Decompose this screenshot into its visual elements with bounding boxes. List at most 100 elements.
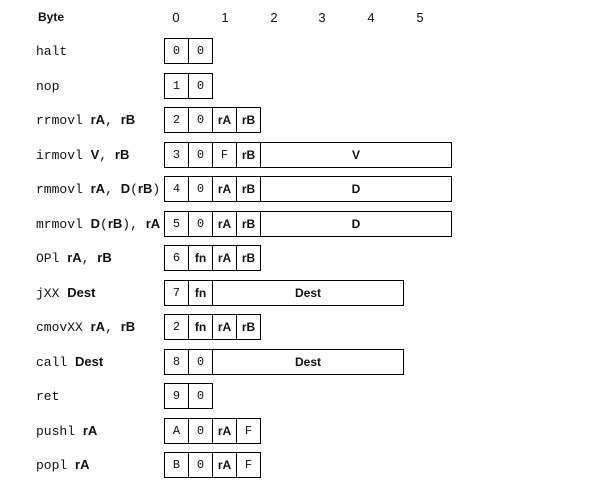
instruction-label: OPl rA, rB bbox=[36, 250, 112, 266]
encoding-nibble: 7 bbox=[164, 279, 189, 306]
byte-number-5: 5 bbox=[416, 10, 424, 25]
cell-text: 5 bbox=[172, 216, 181, 231]
encoding-nibble: rA bbox=[212, 452, 237, 478]
instruction-label: rmmovl rA, D(rB) bbox=[36, 181, 160, 197]
encoding-field-dest: Dest bbox=[212, 279, 404, 306]
instruction-label: popl rA bbox=[36, 457, 89, 473]
encoding-nibble: rB bbox=[236, 176, 261, 202]
cell-text: Dest bbox=[294, 354, 321, 369]
cell-text: D bbox=[351, 216, 361, 231]
encoding-nibble: 0 bbox=[188, 176, 213, 202]
encoding-nibble: 0 bbox=[188, 141, 213, 168]
cell-text: 7 bbox=[172, 285, 181, 300]
cell-text: 4 bbox=[172, 182, 181, 196]
cell-text: A bbox=[172, 423, 181, 438]
operands: rA bbox=[82, 422, 98, 438]
encoding-nibble: F bbox=[212, 141, 237, 168]
encoding-nibble: 0 bbox=[164, 38, 189, 64]
operands: rA, D(rB) bbox=[90, 181, 161, 197]
encoding-nibble: 4 bbox=[164, 176, 189, 202]
encoding-nibble: rA bbox=[212, 417, 237, 444]
mnemonic: jXX bbox=[36, 285, 60, 301]
operands: rA, rB bbox=[90, 112, 136, 128]
instruction-label: halt bbox=[36, 43, 67, 59]
cell-text: 0 bbox=[172, 44, 181, 58]
operands: Dest bbox=[67, 284, 96, 300]
byte-number-4: 4 bbox=[367, 10, 375, 25]
cell-text: 3 bbox=[172, 147, 181, 162]
encoding-nibble: rB bbox=[236, 314, 261, 340]
encoding-nibble: 0 bbox=[188, 383, 213, 409]
mnemonic: rmmovl bbox=[36, 182, 83, 197]
cell-text: B bbox=[172, 458, 181, 472]
cell-text: 0 bbox=[196, 423, 205, 438]
instruction-label: jXX Dest bbox=[36, 285, 95, 301]
encoding-nibble: 3 bbox=[164, 141, 189, 168]
encoding-nibble: 0 bbox=[188, 452, 213, 478]
encoding-nibble: F bbox=[236, 452, 261, 478]
cell-text: 1 bbox=[172, 78, 181, 93]
mnemonic: nop bbox=[36, 78, 60, 94]
encoding-field-v: V bbox=[260, 141, 452, 168]
encoding-nibble: B bbox=[164, 452, 189, 478]
byte-header-label: Byte bbox=[38, 10, 65, 24]
instruction-label: pushl rA bbox=[36, 423, 97, 439]
encoding-nibble: 2 bbox=[164, 107, 189, 133]
cell-text: 0 bbox=[196, 147, 205, 162]
cell-text: 9 bbox=[172, 389, 181, 403]
byte-number-1: 1 bbox=[221, 10, 229, 25]
cell-text: V bbox=[351, 147, 360, 162]
byte-number-2: 2 bbox=[270, 10, 278, 25]
mnemonic: OPl bbox=[36, 251, 60, 266]
cell-text: 0 bbox=[196, 458, 205, 472]
encoding-nibble: fn bbox=[188, 314, 213, 340]
mnemonic: cmovXX bbox=[36, 320, 83, 335]
mnemonic: halt bbox=[36, 44, 68, 59]
encoding-nibble: 1 bbox=[164, 72, 189, 99]
encoding-nibble: 9 bbox=[164, 383, 189, 409]
instruction-label: ret bbox=[36, 388, 59, 404]
mnemonic: call bbox=[36, 354, 68, 370]
cell-text: F bbox=[244, 458, 253, 472]
encoding-nibble: 6 bbox=[164, 245, 189, 271]
encoding-nibble: 8 bbox=[164, 348, 189, 375]
instruction-row-popl: popl rA B 0 rA F bbox=[0, 450, 600, 480]
encoding-nibble: 0 bbox=[188, 348, 213, 375]
instruction-label: call Dest bbox=[36, 354, 103, 370]
operands: D(rB), rA bbox=[90, 215, 161, 232]
cell-text: F bbox=[220, 147, 229, 162]
cell-text: 8 bbox=[172, 354, 181, 369]
cell-text: 2 bbox=[172, 113, 181, 127]
instruction-label: rrmovl rA, rB bbox=[36, 112, 135, 128]
operands: Dest bbox=[75, 353, 104, 369]
encoding-nibble: 2 bbox=[164, 314, 189, 340]
mnemonic: mrmovl bbox=[36, 216, 83, 232]
cell-text: 0 bbox=[196, 113, 205, 127]
cell-text: rA bbox=[217, 458, 232, 472]
mnemonic: rrmovl bbox=[36, 113, 83, 128]
cell-text: F bbox=[244, 423, 253, 438]
encoding-nibble: rA bbox=[212, 107, 237, 133]
instruction-label: irmovl V, rB bbox=[36, 147, 129, 163]
cell-text: rB bbox=[241, 251, 256, 265]
encoding-nibble: rA bbox=[212, 314, 237, 340]
cell-text: 0 bbox=[196, 216, 205, 231]
cell-text: 2 bbox=[172, 320, 181, 334]
encoding-nibble: 0 bbox=[188, 38, 213, 64]
